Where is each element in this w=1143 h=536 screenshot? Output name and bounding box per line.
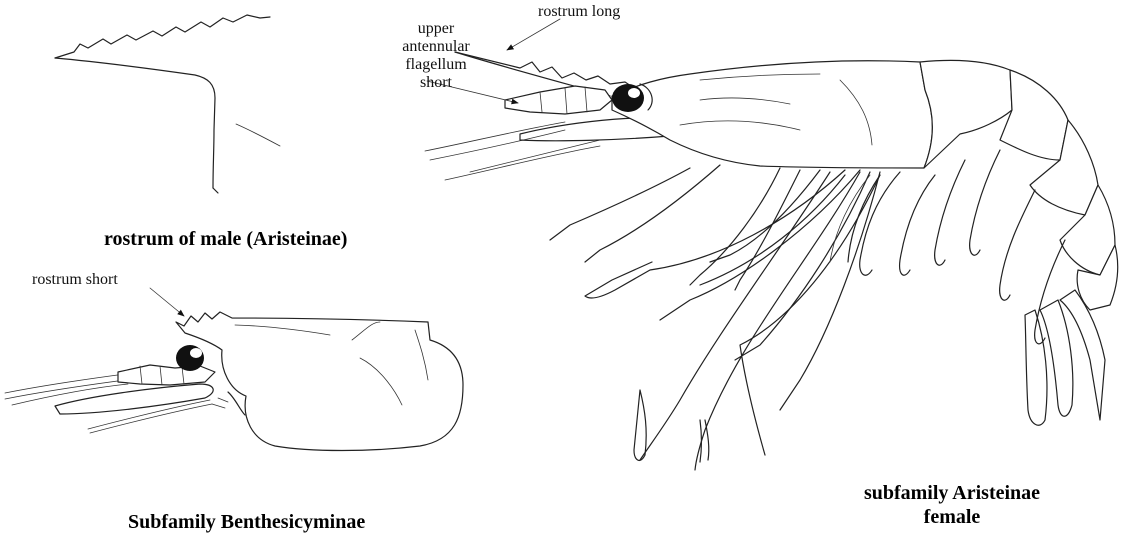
label-line: upper [376,20,496,38]
caption-line: female [842,505,1062,529]
benthesicyminae-drawing [5,312,463,451]
caption-line: subfamily Aristeinae [842,481,1062,505]
aristeinae-female-drawing [425,52,1118,470]
caption-aristeinae-female: subfamily Aristeinae female [842,481,1062,529]
label-line: flagellum [376,56,496,74]
label-upper-antennular-flagellum: upper antennular flagellum short [376,20,496,92]
caption-benthesicyminae: Subfamily Benthesicyminae [128,510,365,534]
male-rostrum-drawing [55,15,280,193]
label-line: antennular [376,38,496,56]
rostrum-long-arrow [507,19,560,50]
label-rostrum-long: rostrum long [538,3,620,21]
label-rostrum-short: rostrum short [32,271,118,289]
caption-male-rostrum: rostrum of male (Aristeinae) [104,227,347,251]
rostrum-short-arrow [150,288,184,316]
label-line: short [376,74,496,92]
